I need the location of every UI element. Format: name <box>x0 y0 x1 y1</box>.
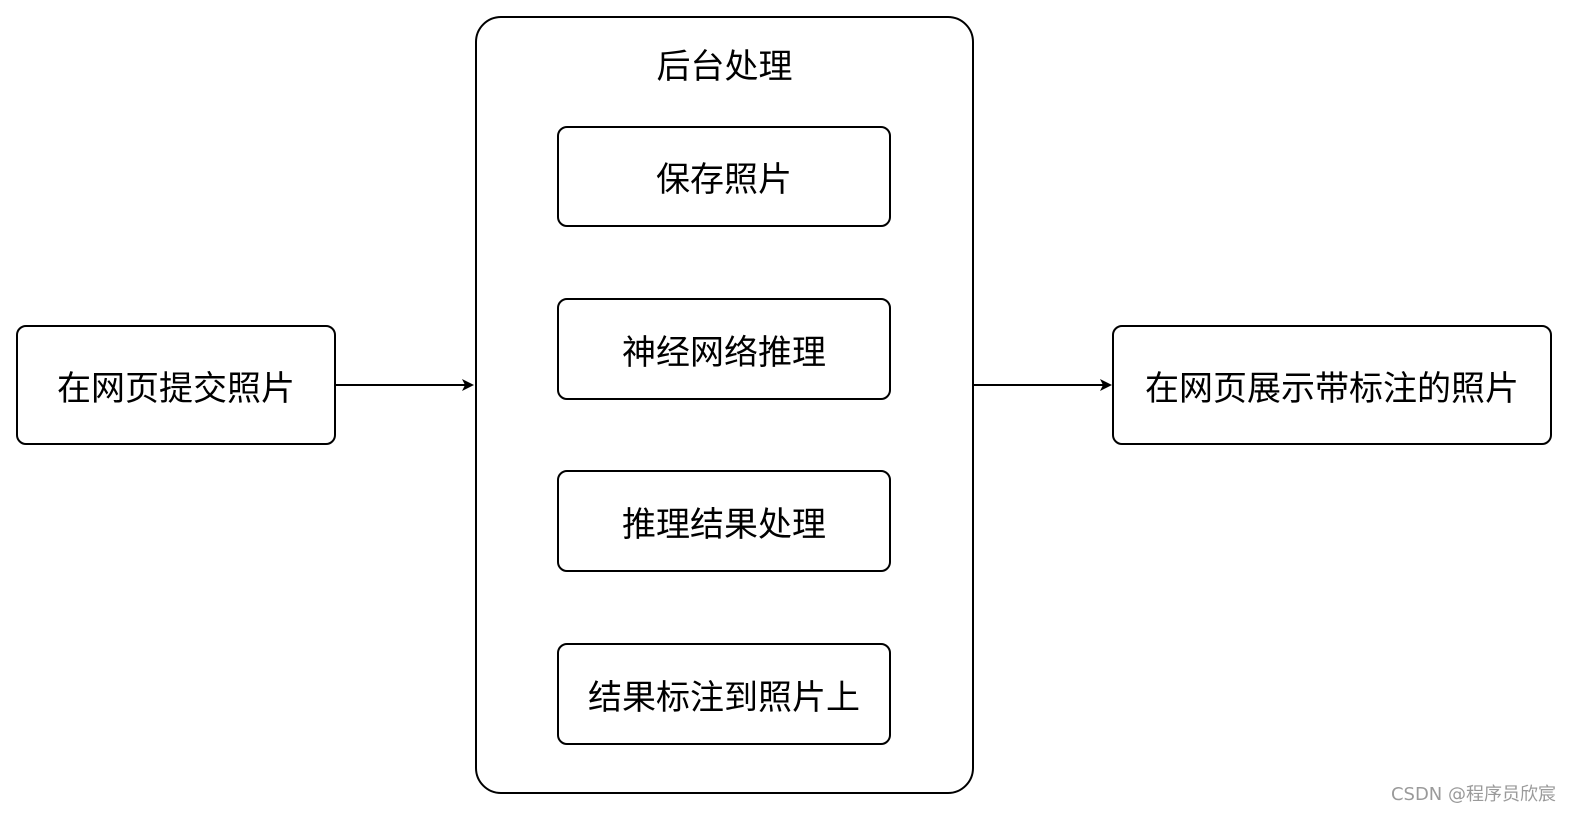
inference-result-processing-label: 推理结果处理 <box>622 504 826 545</box>
save-photo-label: 保存照片 <box>656 160 792 200</box>
display-annotated-photo-label: 在网页展示带标注的照片 <box>1145 368 1519 409</box>
annotate-photo-node: 结果标注到照片上 <box>557 643 891 745</box>
neural-network-inference-label: 神经网络推理 <box>622 332 826 373</box>
inference-result-processing-node: 推理结果处理 <box>557 470 891 572</box>
display-annotated-photo-node: 在网页展示带标注的照片 <box>1112 325 1552 445</box>
watermark-text: CSDN @程序员欣宸 <box>1390 784 1556 805</box>
submit-photo-node: 在网页提交照片 <box>16 325 336 445</box>
backend-group-title: 后台处理 <box>656 47 793 87</box>
neural-network-inference-node: 神经网络推理 <box>557 298 891 400</box>
save-photo-node: 保存照片 <box>557 126 891 227</box>
annotate-photo-label: 结果标注到照片上 <box>588 677 860 718</box>
submit-photo-label: 在网页提交照片 <box>57 368 295 409</box>
